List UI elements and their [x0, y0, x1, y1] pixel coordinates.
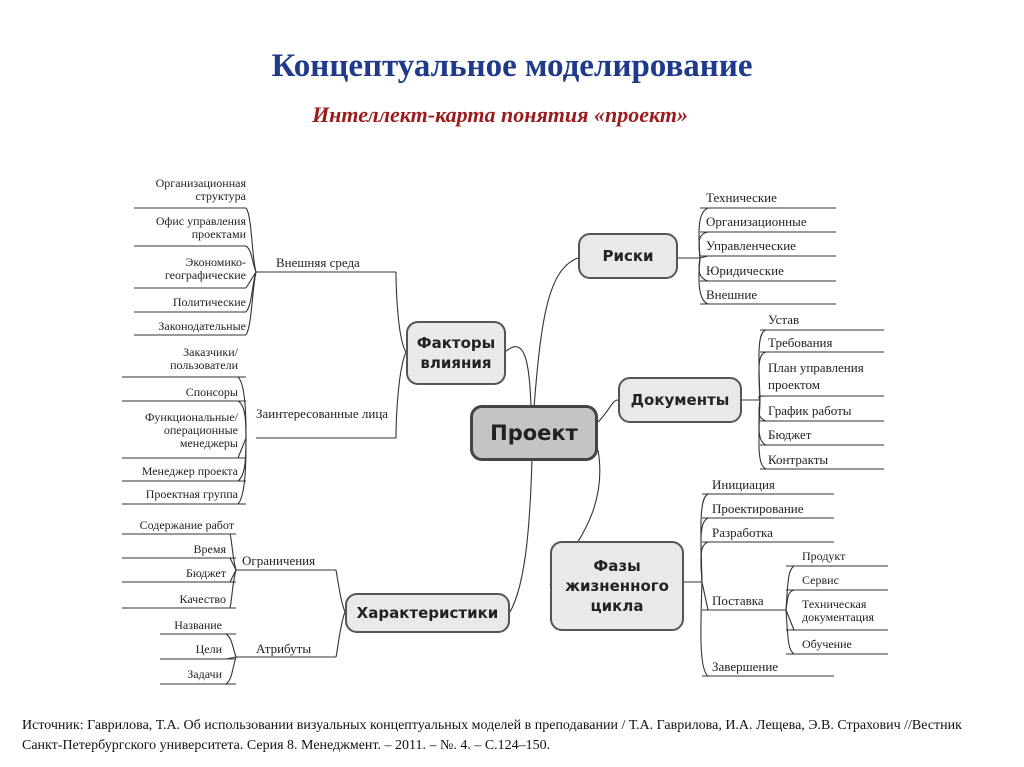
document-item: График работы [768, 403, 852, 418]
node-lifecycle-phases: Фазы жизненного цикла [550, 541, 684, 631]
stakeholder-item: Заказчики/ пользователи [170, 345, 238, 372]
external-item: Организационная структура [155, 176, 246, 203]
phase-item: Завершение [712, 659, 779, 674]
delivery-item: Обучение [802, 637, 852, 651]
constraint-item: Качество [179, 592, 226, 606]
delivery-item: Продукт [802, 549, 846, 563]
external-item: Политические [172, 295, 246, 309]
phase-item: Разработка [712, 525, 773, 540]
stakeholder-item: Менеджер проекта [141, 464, 238, 478]
constraint-item: Бюджет [185, 566, 226, 580]
attribute-item: Цели [195, 642, 222, 656]
stakeholder-item: Функциональные/ операционные менеджеры [144, 410, 238, 450]
node-risks: Риски [578, 233, 678, 279]
external-item: Законодательные [158, 319, 246, 333]
attribute-item: Название [174, 618, 222, 632]
document-item: Контракты [768, 452, 829, 467]
node-documents: Документы [618, 377, 742, 423]
delivery-item: Техническая документация [802, 597, 875, 624]
label-attributes: Атрибуты [256, 641, 312, 656]
constraint-item: Содержание работ [139, 518, 234, 532]
document-item: Требования [768, 335, 833, 350]
document-item: План управления проектом [768, 360, 864, 392]
page-title: Концептуальное моделирование [271, 48, 753, 84]
node-characteristics: Характеристики [345, 593, 510, 633]
phase-item: Проектирование [712, 501, 804, 516]
phase-item: Инициация [712, 477, 775, 492]
label-stakeholders: Заинтересованные лица [255, 406, 389, 421]
attribute-item: Задачи [187, 667, 222, 681]
constraint-item: Время [193, 542, 226, 556]
document-item: Бюджет [768, 427, 812, 442]
document-item: Устав [768, 312, 800, 327]
risk-item: Юридические [706, 263, 784, 278]
risk-item: Внешние [706, 287, 758, 302]
label-constraints: Ограничения [242, 553, 316, 568]
external-item: Экономико-географические [164, 255, 246, 282]
risk-item: Технические [706, 190, 777, 205]
label-external-environment: Внешняя среда [276, 255, 360, 270]
external-item: Офис управления проектами [155, 214, 246, 241]
stakeholder-item: Проектная группа [145, 487, 238, 501]
page-subtitle: Интеллект-карта понятия «проект» [312, 102, 688, 127]
node-influence-factors: Факторы влияния [406, 321, 506, 385]
risk-item: Организационные [706, 214, 807, 229]
node-project: Проект [470, 405, 598, 461]
delivery-item: Сервис [802, 573, 839, 587]
phase-item: Поставка [712, 593, 764, 608]
stakeholder-item: Спонсоры [185, 385, 238, 399]
risk-item: Управленческие [706, 238, 796, 253]
source-citation: Источник: Гаврилова, Т.А. Об использован… [22, 718, 962, 753]
